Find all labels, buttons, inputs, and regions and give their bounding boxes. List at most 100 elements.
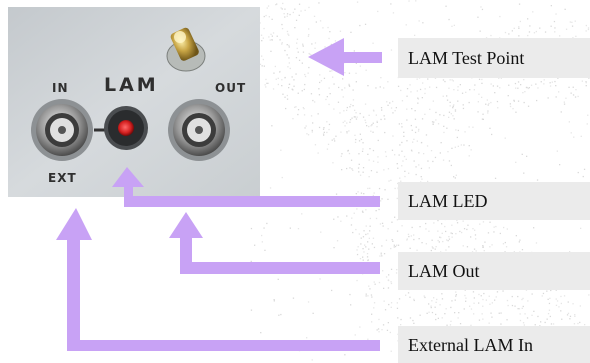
texture-speck (394, 216, 396, 218)
texture-speck (279, 39, 281, 41)
texture-speck (462, 107, 465, 110)
texture-speck (394, 187, 396, 190)
texture-speck (370, 130, 372, 132)
texture-speck (333, 108, 335, 110)
texture-speck (401, 141, 403, 144)
texture-speck (371, 124, 373, 126)
texture-speck (439, 152, 441, 154)
texture-speck (555, 298, 557, 300)
texture-speck (350, 31, 352, 33)
texture-speck (419, 226, 421, 228)
texture-speck (449, 105, 451, 107)
texture-speck (444, 313, 446, 315)
texture-speck (400, 324, 402, 326)
texture-speck (481, 118, 484, 120)
texture-speck (457, 317, 459, 319)
texture-speck (372, 194, 374, 197)
texture-speck (411, 226, 413, 229)
texture-speck (450, 232, 452, 234)
texture-speck (465, 300, 467, 302)
texture-speck (524, 91, 526, 93)
texture-speck (382, 225, 384, 227)
texture-speck (508, 84, 510, 86)
texture-speck (572, 303, 574, 305)
texture-speck (344, 87, 346, 89)
texture-speck (273, 300, 275, 302)
texture-speck (314, 101, 316, 103)
texture-speck (455, 233, 457, 235)
texture-speck (362, 116, 365, 118)
texture-speck (310, 115, 313, 117)
texture-speck (331, 289, 333, 292)
texture-speck (352, 169, 354, 171)
texture-speck (521, 298, 523, 301)
texture-speck (448, 18, 450, 21)
texture-speck (410, 91, 412, 93)
texture-speck (504, 251, 506, 253)
texture-speck (490, 83, 492, 85)
texture-speck (378, 208, 380, 211)
texture-speck (376, 171, 378, 173)
texture-speck (280, 7, 282, 9)
texture-speck (454, 109, 457, 111)
texture-speck (577, 322, 579, 325)
texture-speck (284, 8, 286, 10)
texture-speck (543, 79, 545, 81)
texture-speck (384, 151, 387, 153)
texture-speck (359, 326, 361, 328)
texture-speck (453, 104, 455, 106)
texture-speck (580, 227, 582, 229)
bnc-out-connector (168, 99, 230, 161)
texture-speck (270, 50, 272, 52)
texture-speck (421, 178, 423, 180)
texture-speck (409, 296, 411, 298)
texture-speck (543, 83, 545, 85)
texture-speck (328, 123, 331, 126)
texture-speck (410, 149, 413, 151)
texture-speck (397, 244, 400, 246)
texture-speck (365, 246, 367, 248)
texture-speck (519, 313, 521, 315)
texture-speck (434, 156, 437, 159)
texture-speck (422, 82, 424, 84)
texture-speck (551, 81, 553, 83)
texture-speck (540, 81, 542, 83)
texture-speck (458, 312, 460, 314)
texture-speck (367, 85, 369, 87)
texture-speck (434, 77, 437, 79)
texture-speck (349, 106, 351, 108)
texture-speck (371, 296, 373, 298)
texture-speck (295, 57, 298, 59)
texture-speck (518, 35, 520, 37)
texture-speck (446, 99, 449, 101)
texture-speck (446, 324, 448, 326)
texture-speck (352, 231, 354, 234)
texture-speck (398, 154, 400, 156)
texture-speck (261, 55, 263, 57)
texture-speck (494, 299, 496, 301)
texture-speck (425, 134, 428, 136)
texture-speck (355, 72, 357, 74)
texture-speck (560, 302, 562, 305)
texture-speck (383, 115, 385, 117)
texture-speck (453, 118, 455, 120)
texture-speck (355, 138, 357, 141)
texture-speck (468, 145, 470, 147)
texture-speck (286, 44, 288, 46)
texture-speck (358, 233, 360, 235)
texture-speck (380, 118, 382, 121)
texture-speck (367, 187, 369, 190)
texture-speck (388, 180, 390, 182)
texture-speck (427, 78, 429, 80)
texture-speck (380, 77, 382, 79)
texture-speck (361, 210, 364, 212)
texture-speck (443, 125, 445, 127)
texture-speck (459, 84, 461, 86)
texture-speck (459, 323, 462, 325)
texture-speck (483, 292, 485, 295)
texture-speck (365, 69, 367, 71)
texture-speck (266, 222, 268, 225)
texture-speck (489, 303, 491, 305)
texture-speck (287, 33, 289, 35)
